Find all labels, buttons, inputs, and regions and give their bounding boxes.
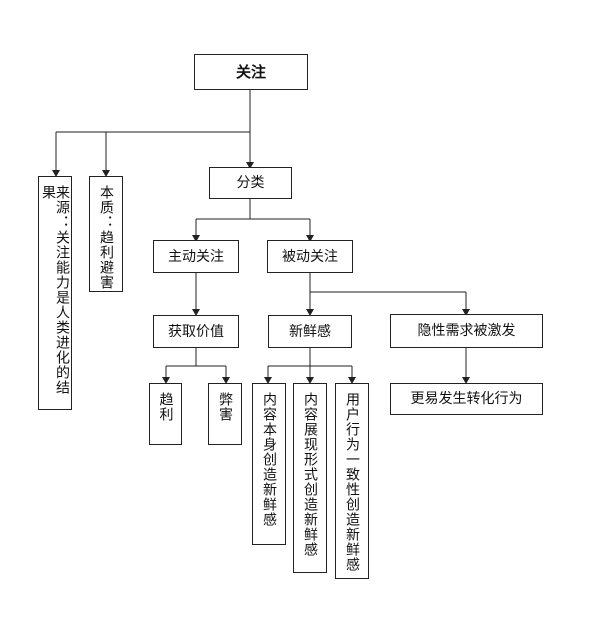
active-attention-node: 主动关注 (153, 240, 239, 273)
novelty-label: 新鲜感 (289, 323, 331, 340)
novelty-leaf-user-behavior: 用户行为一致性创造新鲜感 (335, 383, 369, 579)
novelty-leaf-content: 内容本身创造新鲜感 (252, 383, 286, 545)
novelty-leaf-presentation: 内容展现形式创造新鲜感 (293, 383, 327, 573)
conversion-behavior-label: 更易发生转化行为 (410, 391, 523, 407)
obtain-value-node: 获取价值 (153, 315, 239, 348)
classification-node: 分类 (209, 167, 292, 199)
novelty-leaf-content-label: 内容本身创造新鲜感 (261, 392, 277, 527)
arrowhead-essence (102, 170, 110, 177)
arrowhead-hidden-need (462, 309, 470, 316)
obtain-value-label: 获取价值 (168, 323, 224, 340)
arrowhead-passive (306, 235, 314, 242)
arrowhead-novelty-1 (264, 377, 272, 384)
harm-node: 弊害 (208, 383, 242, 445)
essence-node: 本质：趋利避害 (89, 176, 123, 292)
arrowhead-novelty-2 (306, 377, 314, 384)
conversion-behavior-node: 更易发生转化行为 (390, 383, 543, 415)
novelty-leaf-presentation-label: 内容展现形式创造新鲜感 (302, 392, 318, 557)
arrowhead-behavior (462, 377, 470, 384)
passive-attention-label: 被动关注 (282, 248, 338, 265)
seek-gain-node: 趋利 (149, 383, 182, 445)
active-attention-label: 主动关注 (168, 248, 224, 265)
source-label: 来源：关注能力是人类进化的结果 (40, 185, 70, 395)
arrowhead-active (192, 235, 200, 242)
essence-label: 本质：趋利避害 (98, 185, 114, 290)
classification-label: 分类 (236, 175, 265, 191)
harm-label: 弊害 (217, 392, 233, 422)
arrowhead-gain (162, 377, 170, 384)
source-node: 来源：关注能力是人类进化的结果 (38, 176, 72, 410)
arrowhead-value (192, 309, 200, 316)
arrowhead-novelty-3 (348, 377, 356, 384)
arrowhead-harm (222, 377, 230, 384)
novelty-leaf-user-behavior-label: 用户行为一致性创造新鲜感 (344, 392, 360, 572)
novelty-node: 新鲜感 (268, 315, 352, 348)
passive-attention-node: 被动关注 (267, 240, 353, 273)
seek-gain-label: 趋利 (157, 392, 174, 422)
arrowhead-source (52, 170, 60, 177)
hidden-need-label: 隐性需求被激发 (417, 323, 516, 339)
arrowhead-classification (246, 162, 254, 169)
root-node: 关注 (194, 54, 308, 90)
root-label: 关注 (235, 62, 266, 81)
hidden-need-node: 隐性需求被激发 (390, 314, 543, 348)
arrowhead-novelty (306, 309, 314, 316)
